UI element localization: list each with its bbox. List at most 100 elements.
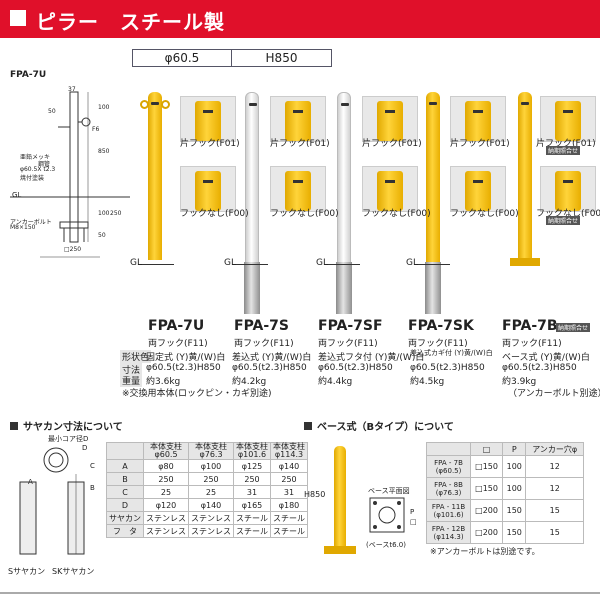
table-cell: FPA - 7B (φ60.5) bbox=[425, 455, 472, 478]
page-title: ピラー スチール製 bbox=[36, 10, 225, 34]
table-cell: 250 bbox=[143, 472, 189, 486]
footer-divider bbox=[0, 592, 600, 594]
table-cell: 25 bbox=[188, 485, 234, 499]
plate-p: P bbox=[410, 508, 415, 516]
dim-100b: 100 bbox=[98, 210, 110, 217]
gl-label-4: GL bbox=[406, 258, 418, 268]
table-cell: FPA - 12B (φ114.3) bbox=[425, 521, 472, 544]
table-cell: □150 bbox=[470, 455, 504, 478]
table-cell: φ125 bbox=[233, 459, 271, 473]
sleeve-table: 本体支柱 φ60.5 本体支柱 φ76.3 本体支柱 φ101.6 本体支柱 φ… bbox=[106, 442, 308, 538]
table-cell: FPA - 8B (φ76.3) bbox=[425, 477, 472, 500]
table-cell: φ180 bbox=[270, 498, 308, 512]
table-cell: φ140 bbox=[188, 498, 234, 512]
table-cell: ステンレス bbox=[143, 524, 189, 538]
diag-d: D bbox=[82, 444, 88, 452]
bolt-spec: M8×150 bbox=[10, 224, 36, 231]
plate-label: ベース平面図 bbox=[368, 487, 410, 495]
product-dim-1: φ60.5(t2.3)H850 bbox=[146, 363, 221, 373]
row-label-type: 形状色 bbox=[120, 350, 152, 363]
base-pole bbox=[334, 446, 346, 546]
base-section-title: ベース式（Bタイプ）について bbox=[304, 418, 454, 433]
sleeve-th: 本体支柱 φ114.3 bbox=[270, 442, 308, 460]
product-name-4: FPA-7SK bbox=[408, 318, 474, 334]
table-cell: C bbox=[106, 485, 144, 499]
thumb-no-hook-4 bbox=[450, 166, 506, 212]
base-size: □250 bbox=[64, 246, 82, 253]
product-hook-5: 両フック(F11) bbox=[502, 339, 562, 349]
table-cell: 12 bbox=[525, 455, 584, 478]
table-cell: φ140 bbox=[270, 459, 308, 473]
table-cell: 15 bbox=[525, 521, 584, 544]
base-th: □ bbox=[470, 442, 504, 456]
diag-a: A bbox=[28, 478, 33, 486]
cap-single-1: 片フック(F01) bbox=[180, 139, 240, 149]
table-cell: ステンレス bbox=[188, 524, 234, 538]
cap-single-5: 片フック(F01) bbox=[536, 139, 596, 149]
cap-none-5: フックなし(F00) bbox=[536, 209, 600, 219]
drawing-gl: GL bbox=[12, 191, 22, 199]
table-cell: スチール bbox=[233, 524, 271, 538]
table-cell: 250 bbox=[188, 472, 234, 486]
table-cell: φ165 bbox=[233, 498, 271, 512]
gl-line-2 bbox=[232, 264, 268, 265]
pole-fpa-7b bbox=[518, 92, 532, 260]
table-cell: 250 bbox=[270, 472, 308, 486]
table-cell: 100 bbox=[502, 477, 527, 500]
product-hook-2: 両フック(F11) bbox=[234, 339, 294, 349]
table-row: サヤカンステンレスステンレススチールスチール bbox=[106, 511, 308, 525]
base-th: P bbox=[502, 442, 527, 456]
table-cell: 150 bbox=[502, 521, 527, 544]
cap-none-4: フックなし(F00) bbox=[450, 209, 519, 219]
diag-c: C bbox=[90, 462, 95, 470]
dim-50: 50 bbox=[48, 108, 56, 115]
table-cell: 25 bbox=[143, 485, 189, 499]
cap-none-2: フックなし(F00) bbox=[270, 209, 339, 219]
table-cell: B bbox=[106, 472, 144, 486]
product-weight-5: 約3.9kg bbox=[502, 377, 537, 387]
table-cell: 250 bbox=[233, 472, 271, 486]
table-cell: FPA - 11B (φ101.6) bbox=[425, 499, 472, 522]
thumb-single-hook-2 bbox=[270, 96, 326, 142]
product-dim-4: φ60.5(t2.3)H850 bbox=[410, 363, 485, 373]
base-pole-plate bbox=[324, 546, 356, 554]
cap-none-3: フックなし(F00) bbox=[362, 209, 431, 219]
s-sleeve-label: Sサヤカン bbox=[8, 567, 46, 576]
product-dim-5: φ60.5(t2.3)H850 bbox=[502, 363, 577, 373]
bolt-label: アンカーボルト bbox=[10, 219, 52, 226]
table-cell: φ120 bbox=[143, 498, 189, 512]
pipe-spec: φ60.5X t2.3 bbox=[20, 166, 56, 173]
table-cell: 150 bbox=[502, 499, 527, 522]
sleeve-7sf bbox=[336, 262, 352, 314]
table-cell: スチール bbox=[233, 511, 271, 525]
product-hook-4: 両フック(F11) bbox=[408, 339, 468, 349]
sleeve-th bbox=[106, 442, 144, 460]
table-row: フ タステンレスステンレススチールスチール bbox=[106, 524, 308, 538]
thumb-single-hook-4 bbox=[450, 96, 506, 142]
sleeve-diagram bbox=[19, 447, 85, 555]
sleeve-th: 本体支柱 φ60.5 bbox=[143, 442, 189, 460]
dim-f6: F6 bbox=[92, 126, 100, 133]
table-cell: φ100 bbox=[188, 459, 234, 473]
pole-fpa-7s bbox=[245, 92, 259, 264]
product-tag: 納期照合せ bbox=[556, 323, 591, 332]
sleeve-7s bbox=[244, 262, 260, 314]
note-anchor: （アンカーボルト別途） bbox=[508, 389, 600, 399]
product-name-3: FPA-7SF bbox=[318, 318, 383, 334]
table-cell: □150 bbox=[470, 477, 504, 500]
gl-line-3 bbox=[324, 264, 360, 265]
base-th bbox=[425, 442, 472, 456]
pole-fpa-7sf bbox=[337, 92, 351, 264]
table-cell: D bbox=[106, 498, 144, 512]
gl-label-1: GL bbox=[130, 258, 142, 268]
table-cell: □200 bbox=[470, 499, 504, 522]
dim-850: 850 bbox=[98, 148, 110, 155]
plate-sq: □ bbox=[410, 518, 417, 526]
gl-label-2: GL bbox=[224, 258, 236, 268]
